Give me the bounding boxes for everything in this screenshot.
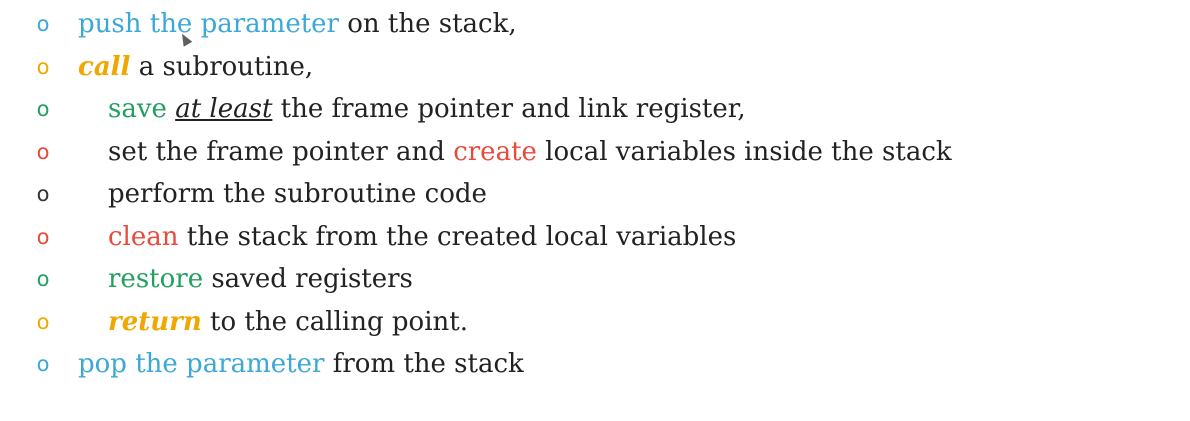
bullet-text-segment: the stack from the created local variabl… <box>178 221 737 252</box>
bullet-text-segment: at least <box>175 94 273 124</box>
bullet-marker-icon: o <box>36 224 50 249</box>
bullet-marker-icon: o <box>36 309 50 334</box>
bullet-text-segment: restore <box>108 264 204 294</box>
bullet-text-segment: to the calling point. <box>201 306 468 337</box>
bullet-text-segment: call <box>78 51 131 82</box>
bullet-marker-icon: o <box>36 12 50 36</box>
bullet-text-segment: a subroutine, <box>130 51 314 82</box>
bullet-text-segment: local variables inside the stack <box>536 136 952 167</box>
bullet-text-segment: create <box>453 136 537 167</box>
bullet-text: call a subroutine, <box>78 46 313 89</box>
bullet-marker-icon: o <box>36 97 50 121</box>
bullet-text: perform the subroutine code <box>108 173 487 216</box>
bullet-text-segment: clean <box>108 221 179 252</box>
bullet-text-segment: pop the parameter <box>78 349 325 379</box>
bullet-marker-icon: o <box>36 139 50 164</box>
bullet-text-segment: the frame pointer and link register, <box>272 94 746 124</box>
bullet-text: set the frame pointer and create local v… <box>108 131 952 174</box>
bullet-text: push the parameter on the stack, <box>78 3 517 46</box>
bullet-text-segment: set the frame pointer and <box>108 136 454 167</box>
bullet-marker-icon: o <box>36 54 50 79</box>
bullet-text: return to the calling point. <box>108 301 468 344</box>
bullet-text: save at least the frame pointer and link… <box>108 88 746 131</box>
bullet-marker-icon: o <box>36 267 50 291</box>
bullet-text-segment: return <box>108 306 202 337</box>
bullet-text: pop the parameter from the stack <box>78 343 524 386</box>
bullet-text: clean the stack from the created local v… <box>108 216 736 259</box>
bullet-marker-icon: o <box>36 352 50 376</box>
bullet-text-segment: perform the subroutine code <box>108 179 487 209</box>
bullet-text-segment: from the stack <box>324 349 524 379</box>
bullet-text-segment: push the parameter <box>78 9 339 39</box>
bullet-text: restore saved registers <box>108 258 413 301</box>
bullet-text-segment <box>167 94 175 124</box>
bullet-text-segment: on the stack, <box>338 9 517 39</box>
bullet-text-segment: save <box>108 94 167 124</box>
bullet-marker-icon: o <box>36 182 50 206</box>
bullet-text-segment: saved registers <box>203 264 413 294</box>
